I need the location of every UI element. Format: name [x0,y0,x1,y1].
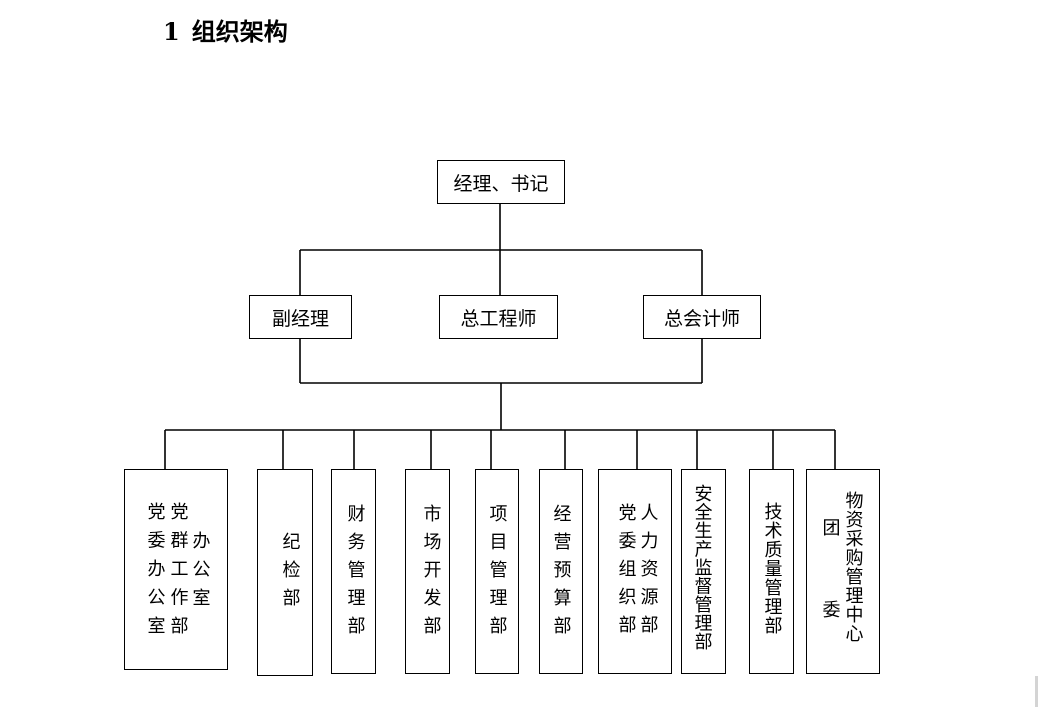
dept-label-column: 市场开发部 [420,503,442,644]
dept-label-column: 安全生产监督管理部 [691,483,713,651]
section-title: 组织架构 [191,17,288,46]
node-deputy-manager: 副经理 [249,295,352,339]
dept-label-column: 物资采购管理中心 [842,490,864,643]
dept-technical-quality: 技术质量管理部 [749,469,794,674]
node-chief-accountant: 总会计师 [643,295,761,339]
dept-label-column: 纪检部 [279,531,301,616]
dept-market-development: 市场开发部 [405,469,450,674]
dept-label-column: 人力资源部 [637,502,659,643]
node-label: 副经理 [271,307,329,330]
dept-label-column: 技术质量管理部 [761,501,783,635]
dept-label-column: 党群工作部 [167,501,189,645]
dept-label-column: 项目管理部 [486,503,508,644]
dept-discipline-inspection: 纪检部 [257,469,313,676]
dept-project-management: 项目管理部 [475,469,519,674]
section-heading: 1 组织架构 [163,17,288,47]
dept-finance: 财务管理部 [331,469,376,674]
node-label: 总工程师 [460,307,537,330]
dept-label-column: 经营预算部 [550,503,572,644]
page-edge-shadow [1035,676,1038,707]
dept-label-column: 党委组织部 [615,502,637,643]
dept-label-column: 团委 [819,517,841,682]
dept-procurement-youth-league: 团委 物资采购管理中心 [806,469,880,682]
dept-label-column: 办公室 [189,530,211,617]
dept-label-column: 财务管理部 [344,503,366,644]
section-number: 1 [163,17,180,46]
dept-safety-supervision: 安全生产监督管理部 [681,469,726,674]
dept-party-office: 党委办公室 党群工作部 办公室 [124,469,228,670]
dept-organization-hr: 党委组织部 人力资源部 [598,469,672,674]
node-label: 经理、书记 [453,172,549,195]
dept-label-column: 党委办公室 [144,501,166,645]
node-label: 总会计师 [663,307,740,330]
node-manager-secretary: 经理、书记 [437,160,565,204]
dept-operations-budget: 经营预算部 [539,469,583,674]
node-chief-engineer: 总工程师 [439,295,558,339]
